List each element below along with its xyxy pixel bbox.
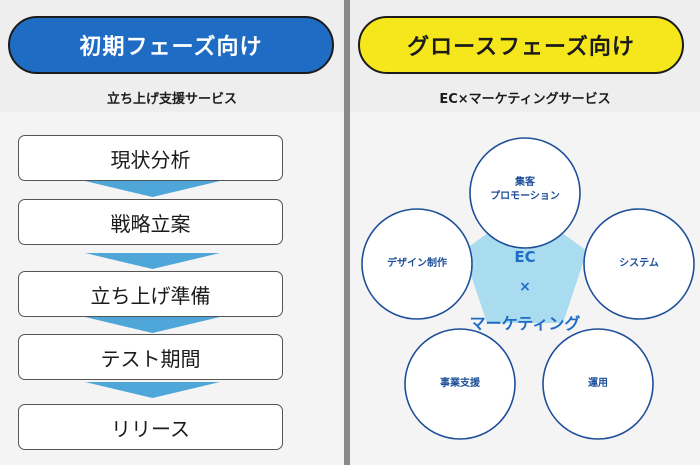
panel-divider bbox=[344, 0, 350, 465]
step-arrow-2 bbox=[85, 253, 220, 269]
initial-phase-panel: 初期フェーズ向け 立ち上げ支援サービス 現状分析 戦略立案 立ち上げ準備 テスト… bbox=[0, 0, 344, 465]
step-arrow-1 bbox=[85, 181, 220, 197]
node-label-design: デザイン制作 bbox=[387, 258, 447, 269]
node-circle-operation bbox=[542, 328, 654, 440]
hub-label-marketing: マーケティング bbox=[469, 314, 581, 333]
ec-marketing-diagram bbox=[361, 137, 695, 440]
node-circle-design bbox=[361, 208, 473, 320]
step-arrow-4 bbox=[85, 382, 220, 398]
hub-label-ec: EC bbox=[514, 248, 536, 266]
node-circle-system bbox=[583, 208, 695, 320]
step-launch-preparation: 立ち上げ準備 bbox=[18, 271, 283, 317]
node-label-promotion-line1: 集客 bbox=[515, 177, 535, 188]
step-test-period: テスト期間 bbox=[18, 334, 283, 380]
hub-label-times: × bbox=[519, 279, 531, 295]
growth-phase-panel: グロースフェーズ向け EC×マーケティングサービス EC × マーケティング 集… bbox=[350, 0, 700, 465]
node-label-operation: 運用 bbox=[588, 378, 608, 389]
growth-phase-title: グロースフェーズ向け bbox=[358, 16, 684, 74]
initial-phase-subtitle: 立ち上げ支援サービス bbox=[106, 92, 237, 107]
node-circle-promotion bbox=[469, 137, 581, 249]
initial-phase-title: 初期フェーズ向け bbox=[8, 16, 334, 74]
node-circle-business-support bbox=[404, 328, 516, 440]
step-release: リリース bbox=[18, 404, 283, 450]
step-arrow-3 bbox=[85, 317, 220, 333]
step-current-analysis: 現状分析 bbox=[18, 135, 283, 181]
step-strategy-planning: 戦略立案 bbox=[18, 199, 283, 245]
growth-phase-subtitle: EC×マーケティングサービス bbox=[439, 92, 611, 107]
node-label-system: システム bbox=[619, 258, 659, 269]
node-label-business-support: 事業支援 bbox=[440, 378, 480, 389]
node-label-promotion-line2: プロモーション bbox=[490, 191, 560, 202]
